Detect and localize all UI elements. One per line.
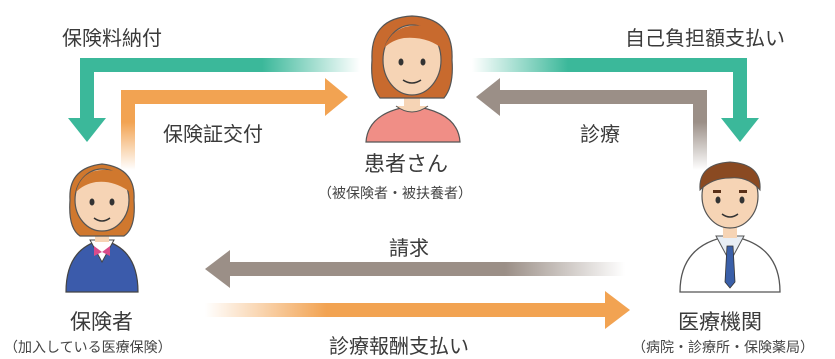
insurer-illustration (65, 163, 139, 293)
copayment-label: 自己負担額支払い (625, 26, 785, 50)
fee-payment-arrow (205, 291, 630, 329)
treatment-label: 診療 (580, 122, 620, 146)
patient-subtitle: （被保険者・被扶養者） (318, 186, 472, 202)
insurance-card-arrow (121, 78, 348, 170)
copayment-arrow (472, 58, 759, 142)
provider-subtitle: （病院・診療所・保険薬局） (632, 340, 814, 356)
premium-payment-arrow (68, 58, 360, 142)
insurance-card-label: 保険証交付 (163, 122, 263, 146)
premium-payment-label: 保険料納付 (62, 26, 162, 50)
treatment-arrow (476, 78, 707, 170)
insurer-title: 保険者 (70, 310, 133, 334)
claim-arrow (205, 250, 625, 288)
insurer-subtitle: （加入している医療保険） (4, 340, 172, 356)
claim-label: 請求 (389, 236, 429, 260)
patient-title: 患者さん (364, 152, 448, 176)
provider-illustration (679, 161, 781, 293)
patient-illustration (365, 15, 461, 143)
fee-payment-label: 診療報酬支払い (329, 334, 469, 358)
provider-title: 医療機関 (678, 310, 762, 334)
